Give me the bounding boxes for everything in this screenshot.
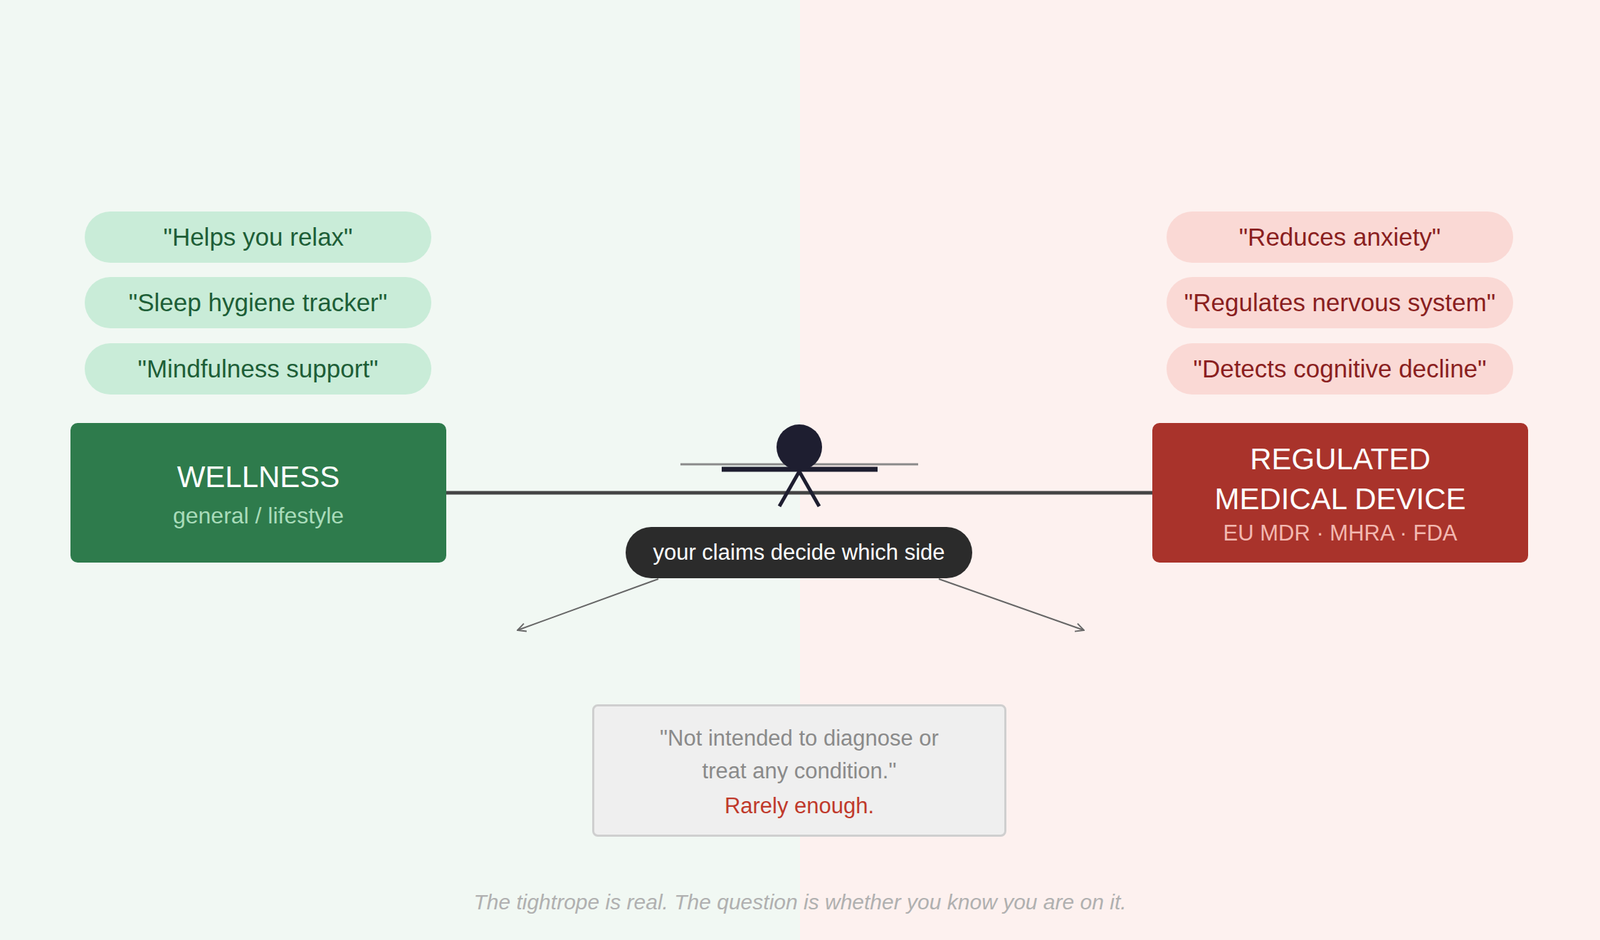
node-subtext: EU MDR · MHRA · FDA	[1223, 520, 1458, 546]
claim-pill: "Sleep hygiene tracker"	[84, 276, 432, 329]
edge-layer	[446, 492, 1153, 494]
walker-head	[776, 424, 823, 470]
node-subtext: Rarely enough.	[724, 792, 875, 819]
tightrope-walker	[680, 424, 919, 507]
node-text: "Detects cognitive decline"	[1192, 354, 1487, 383]
category-box: REGULATED MEDICAL DEVICEEU MDR · MHRA · …	[1152, 422, 1529, 563]
node-text: "Helps you relax"	[162, 222, 353, 252]
claim-pill: "Helps you relax"	[84, 211, 432, 263]
claim-pill: "Mindfulness support"	[84, 343, 432, 395]
disclaimer-box: "Not intended to diagnose or treat any c…	[592, 703, 1007, 837]
node-text: "Regulates nervous system"	[1184, 288, 1496, 317]
node-text: "Reduces anxiety"	[1239, 222, 1442, 252]
claim-pill: "Reduces anxiety"	[1166, 211, 1514, 263]
node-text: REGULATED MEDICAL DEVICE	[1197, 439, 1483, 519]
decision-pill: your claims decide which side	[625, 526, 973, 578]
node-text: "Sleep hygiene tracker"	[128, 288, 388, 317]
node-text: WELLNESS	[177, 456, 341, 497]
claim-pill: "Regulates nervous system"	[1166, 276, 1514, 329]
walker-leg	[779, 471, 800, 507]
leader-arrow	[517, 578, 659, 630]
caption: The tightrope is real. The question is w…	[0, 889, 1600, 914]
node-text: "Mindfulness support"	[137, 354, 378, 383]
node-text: "Not intended to diagnose or treat any c…	[656, 721, 942, 788]
claim-pill: "Detects cognitive decline"	[1166, 343, 1514, 395]
node-subtext: general / lifestyle	[172, 502, 344, 529]
category-box: WELLNESS general / lifestyle	[70, 422, 447, 563]
walker-leg	[799, 471, 820, 507]
leader-arrow	[938, 578, 1084, 630]
node-text: your claims decide which side	[652, 539, 945, 566]
tightrope	[446, 491, 1153, 495]
